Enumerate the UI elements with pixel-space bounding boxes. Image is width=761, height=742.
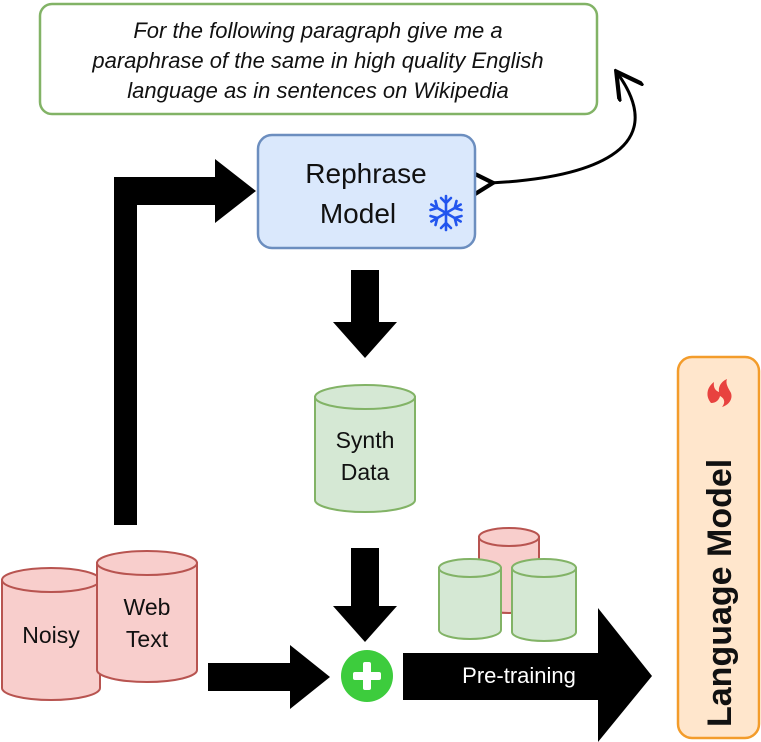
prompt-line-2: paraphrase of the same in high quality E… — [91, 48, 543, 73]
synth-to-plus-arrow — [333, 548, 397, 642]
synth-data-cylinder: Synth Data — [314, 384, 416, 513]
prompt-link-arrow — [490, 74, 635, 183]
plus-icon — [341, 650, 393, 702]
pretraining-arrow: Pre-training — [403, 608, 652, 742]
mixed-green-cylinder-right — [511, 558, 577, 642]
rephrase-model-label-1: Rephrase — [305, 158, 426, 189]
rephrase-to-synth-arrow — [333, 270, 397, 358]
prompt-line-3: language as in sentences on Wikipedia — [127, 78, 508, 103]
web-to-rephrase-arrow — [114, 159, 256, 525]
pretraining-label: Pre-training — [462, 663, 576, 688]
web-text-label-2: Text — [126, 626, 169, 652]
flame-icon — [707, 379, 732, 407]
noisy-cylinder: Noisy — [1, 567, 101, 701]
prompt-line-1: For the following paragraph give me a — [133, 18, 502, 43]
web-text-label-1: Web — [124, 594, 171, 620]
mixed-data-stack — [438, 527, 577, 642]
rephrase-model-box: Rephrase Model — [256, 133, 477, 250]
snowflake-icon — [429, 194, 463, 232]
prompt-box: For the following paragraph give me a pa… — [38, 2, 599, 116]
synth-data-label-1: Synth — [336, 427, 395, 453]
web-to-plus-arrow — [208, 645, 330, 709]
mixed-green-cylinder-left — [438, 558, 502, 640]
web-text-cylinder: Web Text — [96, 550, 198, 683]
synth-data-label-2: Data — [341, 459, 390, 485]
noisy-label: Noisy — [22, 622, 80, 648]
language-model-label: Language Model — [701, 459, 739, 727]
language-model-box: Language Model — [676, 355, 761, 740]
rephrase-model-label-2: Model — [320, 198, 396, 229]
